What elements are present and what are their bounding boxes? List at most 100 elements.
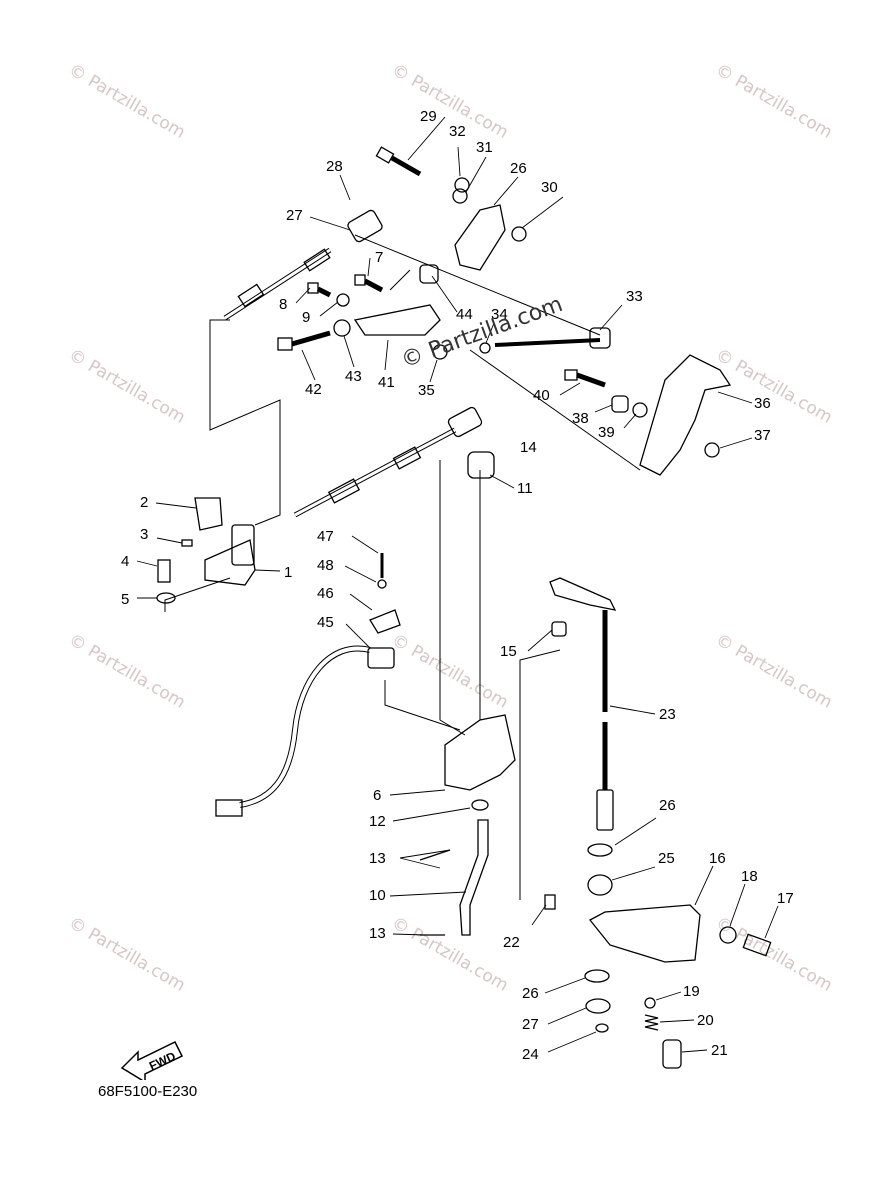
callout-28: 26 — [510, 160, 527, 177]
diagram-code: 68F5100-E230 — [98, 1083, 198, 1100]
callout-8: 8 — [279, 296, 288, 313]
throttle-arm-38 — [639, 354, 732, 476]
nut-36 — [479, 342, 491, 354]
oring-26 — [587, 843, 613, 857]
callout-33: 31 — [476, 139, 493, 156]
bolt-4 — [157, 559, 171, 583]
washer-41 — [632, 402, 648, 418]
assembly-lines — [164, 234, 641, 900]
fitting-22 — [544, 894, 556, 910]
bolt-17 — [742, 933, 772, 957]
plate-48 — [369, 609, 401, 634]
bolt-44 — [277, 337, 293, 351]
leader-lines — [136, 116, 779, 1053]
bushing-25 — [587, 874, 613, 896]
bolt-31 — [375, 146, 422, 177]
grommet-11 — [467, 451, 495, 479]
collar-45 — [333, 319, 351, 337]
callout-22: 22 — [503, 934, 520, 951]
callout-13a: 13 — [369, 850, 386, 867]
callout-17: 17 — [777, 890, 794, 907]
callout-25: 25 — [658, 850, 675, 867]
callout-27: 27 — [522, 1016, 539, 1033]
callout-40: 38 — [572, 410, 589, 427]
oring-24 — [595, 1023, 609, 1033]
callout-20: 20 — [697, 1012, 714, 1029]
plug-21 — [662, 1039, 682, 1069]
harness-47 — [239, 645, 371, 808]
callout-44: 42 — [305, 381, 322, 398]
washer-50 — [377, 579, 387, 589]
callout-26b: 26 — [522, 985, 539, 1002]
callout-35: 33 — [626, 288, 643, 305]
washer-39 — [704, 442, 720, 458]
callout-29: 27 — [286, 207, 303, 224]
oring-12 — [471, 799, 489, 811]
callout-24: 24 — [522, 1046, 539, 1063]
callout-34: 32 — [449, 123, 466, 140]
ball-19 — [644, 997, 656, 1009]
lever-28 — [454, 204, 506, 271]
callout-7: 7 — [375, 249, 384, 266]
washer-33 — [452, 188, 468, 204]
switch-47 — [367, 647, 395, 669]
callout-39: 37 — [754, 427, 771, 444]
callout-46: 44 — [456, 306, 473, 323]
callout-50: 48 — [317, 557, 334, 574]
joint-37 — [432, 344, 448, 360]
bracket-43 — [353, 304, 441, 336]
callout-13b: 13 — [369, 925, 386, 942]
connector — [215, 799, 243, 817]
callout-49: 47 — [317, 528, 334, 545]
callout-16: 16 — [709, 850, 726, 867]
callout-38: 36 — [754, 395, 771, 412]
callout-30: 28 — [326, 158, 343, 175]
callout-18: 18 — [741, 868, 758, 885]
grommet-15 — [551, 621, 567, 637]
callout-14: 14 — [520, 439, 537, 456]
callout-9: 9 — [302, 309, 311, 326]
callout-41: 39 — [598, 424, 615, 441]
lever-16 — [589, 904, 701, 963]
callout-10: 10 — [369, 887, 386, 904]
callout-43: 41 — [378, 374, 395, 391]
callout-32: 30 — [541, 179, 558, 196]
callout-36: 34 — [491, 306, 508, 323]
washer-9 — [336, 293, 350, 307]
upper-cable — [223, 209, 383, 321]
callout-2: 2 — [140, 494, 149, 511]
washer-18 — [719, 926, 737, 944]
shift-lever-10 — [459, 819, 489, 936]
callout-31: 29 — [420, 108, 437, 125]
callout-45: 43 — [345, 368, 362, 385]
callout-6: 6 — [373, 787, 382, 804]
collar-34 — [454, 177, 470, 193]
callout-37: 35 — [418, 382, 435, 399]
washer-32 — [511, 226, 527, 242]
callout-23: 23 — [659, 706, 676, 723]
callout-26a: 26 — [659, 797, 676, 814]
fwd-arrow-icon: FWD — [120, 1041, 184, 1080]
bolt-7 — [354, 274, 366, 286]
holder-6 — [444, 714, 516, 791]
callout-42: 40 — [533, 387, 550, 404]
circlip-27 — [585, 998, 611, 1014]
callout-1: 1 — [284, 564, 293, 581]
collar-46 — [419, 264, 439, 284]
rod-35 — [494, 338, 601, 347]
callout-21: 21 — [711, 1042, 728, 1059]
callout-48: 46 — [317, 585, 334, 602]
callout-12: 12 — [369, 813, 386, 830]
bolt-8 — [307, 282, 319, 294]
callout-4: 4 — [121, 553, 130, 570]
callout-5: 5 — [121, 591, 130, 608]
shift-rod-23 — [549, 577, 617, 611]
clip-13 — [419, 849, 451, 861]
fwd-label: FWD — [147, 1049, 178, 1073]
bracket-1 — [204, 539, 256, 586]
callout-47: 45 — [317, 614, 334, 631]
bolt-42 — [564, 369, 578, 381]
callout-11: 11 — [517, 480, 533, 497]
bracket-2 — [194, 497, 223, 531]
